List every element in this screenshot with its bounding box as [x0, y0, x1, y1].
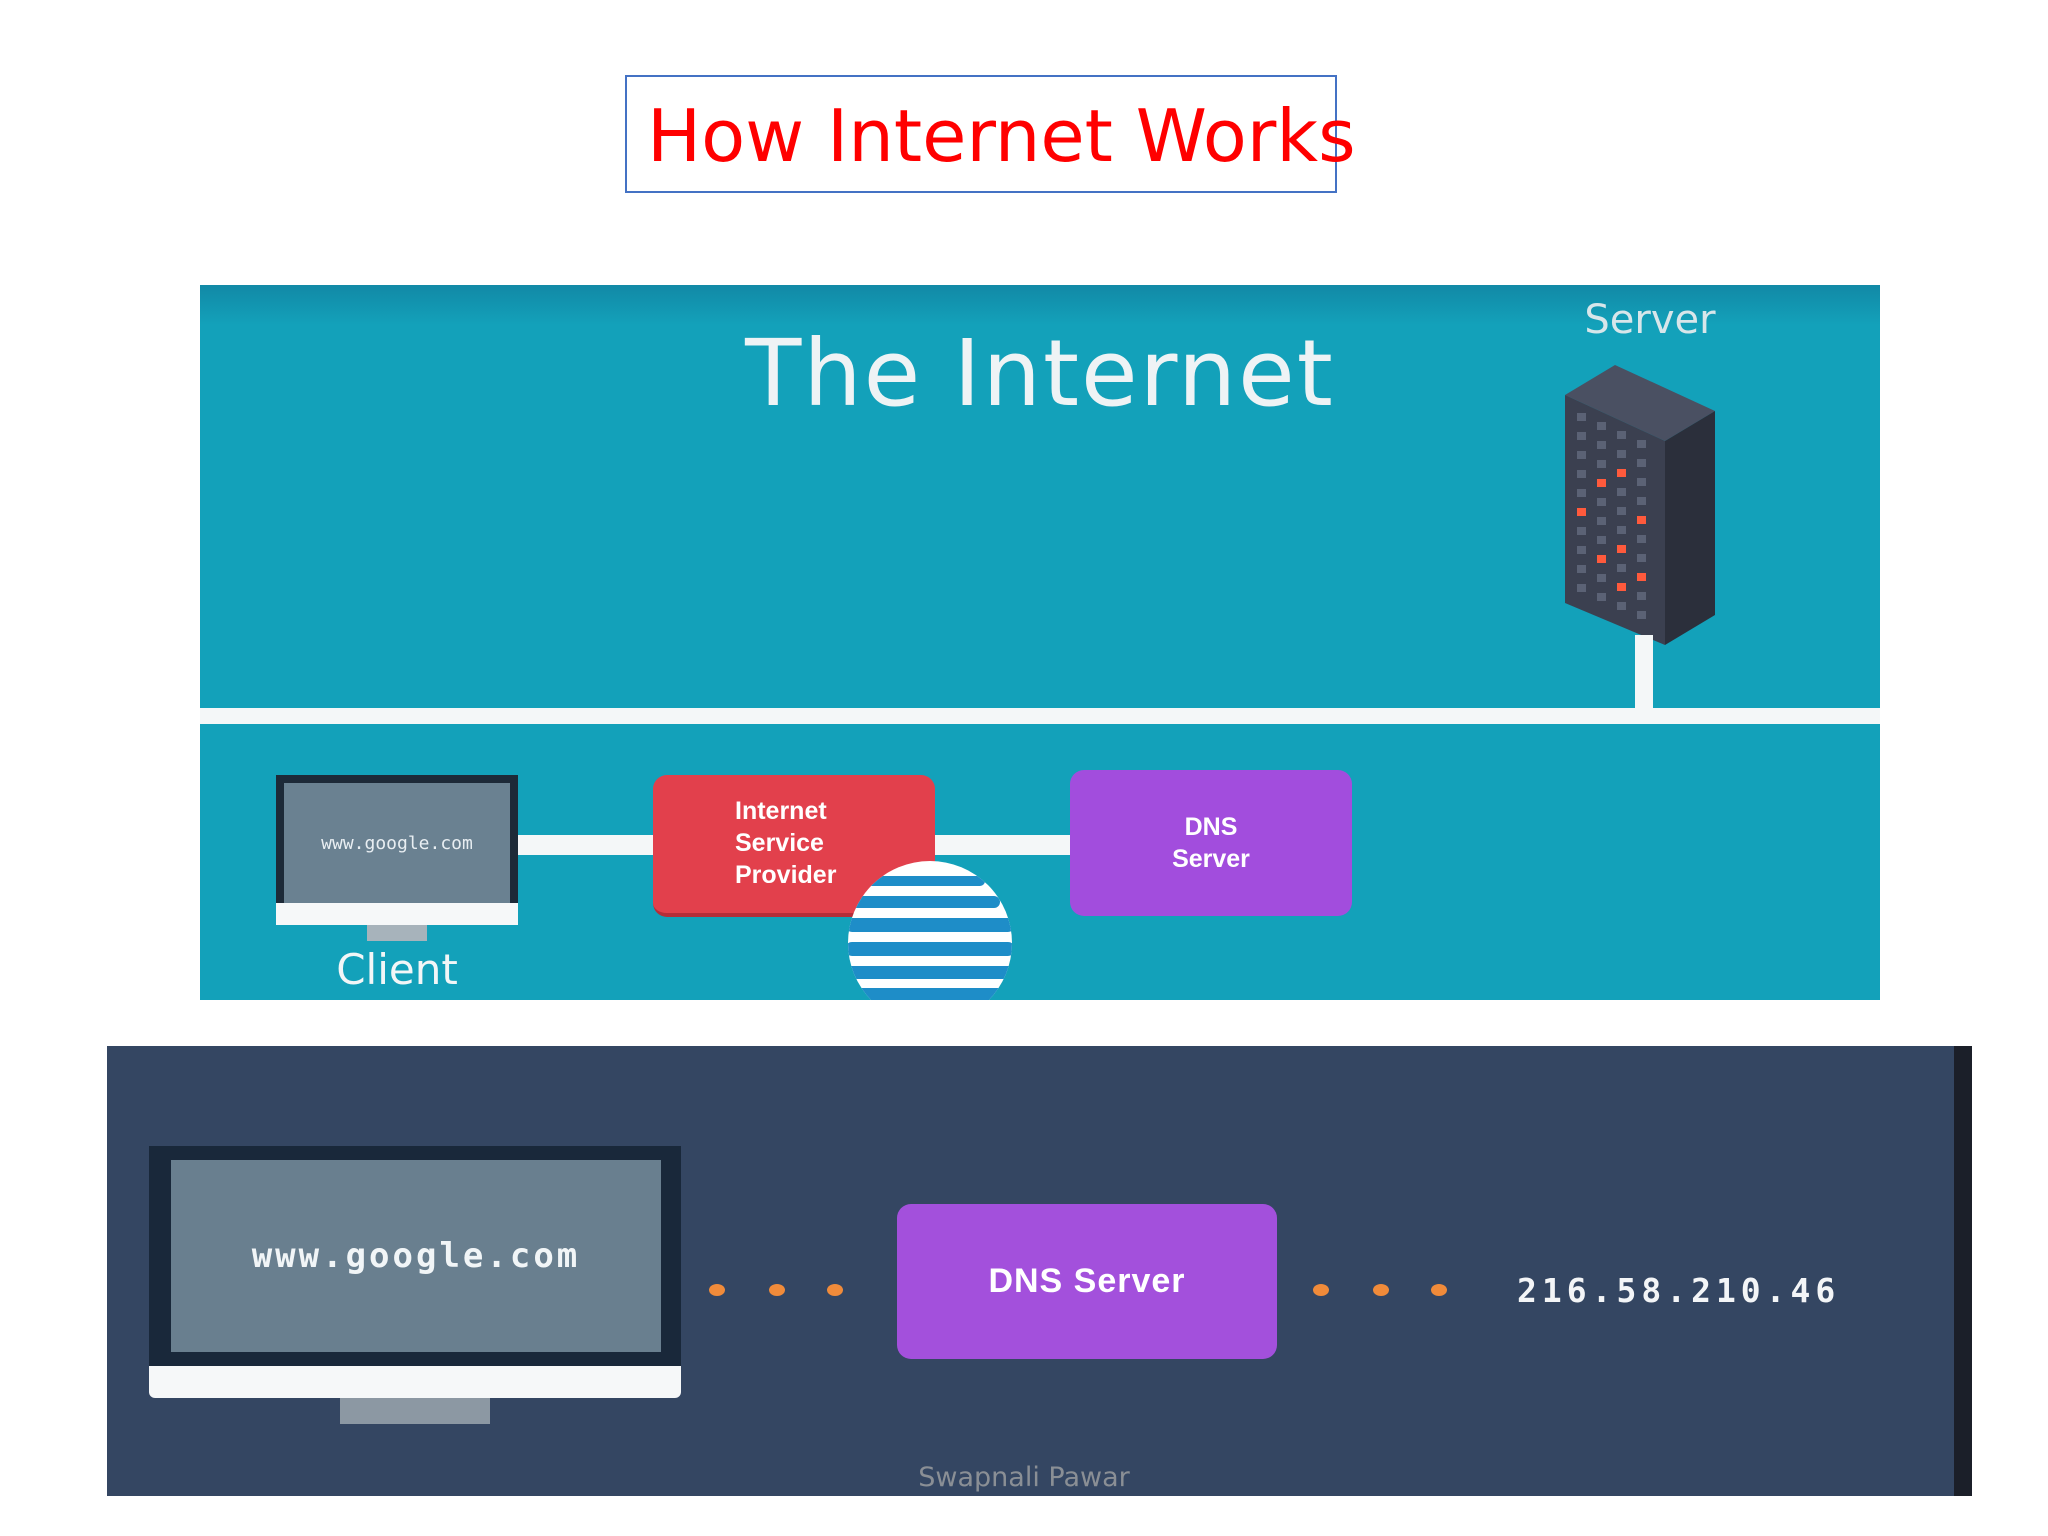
internet-title: The Internet — [745, 320, 1335, 427]
server-window — [1617, 507, 1626, 515]
server-window — [1637, 440, 1646, 448]
server-window — [1597, 498, 1606, 506]
internet-diagram-panel: The Internet Server www.google.com Clien… — [200, 285, 1880, 1000]
server-window — [1637, 478, 1646, 486]
server-window — [1577, 451, 1586, 459]
server-window — [1577, 508, 1586, 516]
server-window — [1637, 611, 1646, 619]
browser-monitor: www.google.com — [149, 1146, 681, 1366]
server-window — [1577, 527, 1586, 535]
server-window — [1637, 497, 1646, 505]
dns-label-line: DNS — [1184, 813, 1238, 841]
browser-monitor-base — [149, 1366, 681, 1398]
server-window — [1637, 459, 1646, 467]
dot — [827, 1284, 843, 1296]
browser-screen-url: www.google.com — [171, 1160, 661, 1352]
server-window — [1597, 460, 1606, 468]
server-window — [1597, 441, 1606, 449]
dot — [709, 1284, 725, 1296]
client-monitor: www.google.com — [276, 775, 518, 912]
isp-label-line: Service — [735, 829, 824, 857]
server-window — [1637, 554, 1646, 562]
dns-server-box-large: DNS Server — [897, 1204, 1277, 1359]
server-window — [1597, 517, 1606, 525]
server-window — [1617, 602, 1626, 610]
server-window — [1577, 432, 1586, 440]
server-window — [1617, 450, 1626, 458]
server-window — [1637, 573, 1646, 581]
server-window — [1597, 536, 1606, 544]
dns-label-line: Server — [1172, 845, 1250, 873]
server-window — [1577, 584, 1586, 592]
server-window — [1617, 564, 1626, 572]
server-window — [1577, 470, 1586, 478]
server-window — [1617, 488, 1626, 496]
isp-logo-globe-icon — [848, 861, 1012, 1000]
isp-label-line: Internet — [735, 797, 827, 825]
dot — [1431, 1284, 1447, 1296]
server-window — [1617, 469, 1626, 477]
client-monitor-stand — [367, 925, 427, 941]
server-window — [1637, 535, 1646, 543]
browser-monitor-stand — [340, 1398, 490, 1424]
server-window — [1577, 413, 1586, 421]
server-window — [1597, 574, 1606, 582]
server-connector — [1635, 635, 1653, 715]
server-window — [1617, 431, 1626, 439]
server-window — [1577, 489, 1586, 497]
footer-author: Swapnali Pawar — [918, 1462, 1130, 1493]
server-window — [1577, 565, 1586, 573]
server-window — [1597, 593, 1606, 601]
isp-label-line: Provider — [735, 861, 837, 889]
server-label: Server — [1584, 297, 1716, 343]
dns-server-box: DNS Server — [1070, 770, 1352, 916]
client-monitor-base — [276, 903, 518, 925]
slide-title: How Internet Works — [625, 75, 1356, 193]
dns-lookup-panel: www.google.com DNS Server 216.58.210.46 — [107, 1046, 1972, 1496]
dot — [769, 1284, 785, 1296]
server-window — [1617, 583, 1626, 591]
server-window — [1597, 555, 1606, 563]
server-window — [1637, 516, 1646, 524]
server-window — [1597, 422, 1606, 430]
internet-backbone-line — [200, 708, 1880, 724]
client-label: Client — [336, 945, 458, 994]
server-window — [1577, 546, 1586, 554]
client-screen-url: www.google.com — [284, 783, 510, 904]
dot — [1313, 1284, 1329, 1296]
panel-edge — [1954, 1046, 1972, 1496]
server-window — [1617, 526, 1626, 534]
dot — [1373, 1284, 1389, 1296]
isp-dns-link — [930, 835, 1075, 855]
server-icon — [1565, 365, 1715, 645]
resolved-ip-address: 216.58.210.46 — [1517, 1271, 1841, 1310]
server-window — [1617, 545, 1626, 553]
server-window — [1637, 592, 1646, 600]
server-window — [1597, 479, 1606, 487]
client-isp-link — [518, 835, 658, 855]
